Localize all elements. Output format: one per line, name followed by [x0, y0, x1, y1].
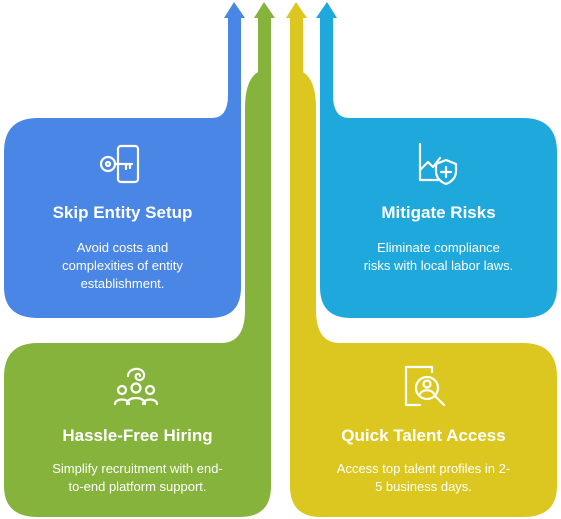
card-skip-entity-setup: Skip Entity Setup Avoid costs and comple… — [4, 202, 241, 293]
description-line: to-end platform support. — [68, 479, 207, 494]
description-line: Avoid costs and — [76, 240, 169, 255]
profile-search-icon — [400, 362, 448, 410]
card-shape-quick-talent-access — [290, 18, 557, 517]
card-title: Hassle-Free Hiring — [62, 426, 213, 445]
arrow-head-blue — [224, 2, 245, 18]
key-icon — [96, 140, 144, 188]
card-description: Access top talent profiles in 2- 5 busin… — [290, 460, 557, 496]
card-title: Quick Talent Access — [341, 426, 506, 445]
card-description: Avoid costs and complexities of entity e… — [4, 239, 241, 293]
arrow-head-yellow — [286, 2, 307, 18]
chart-shield-icon — [412, 140, 460, 188]
card-shape-skip-entity-setup — [4, 18, 241, 318]
team-icon — [112, 362, 160, 410]
card-description: Simplify recruitment with end- to-end pl… — [4, 460, 271, 496]
description-line: risks with local labor laws. — [363, 258, 514, 273]
description-line: 5 business days. — [375, 479, 472, 494]
card-shape-mitigate-risks — [320, 18, 557, 318]
description-line: complexities of entity — [62, 258, 183, 273]
arrow-head-green — [254, 2, 275, 18]
card-hassle-free-hiring: Hassle-Free Hiring Simplify recruitment … — [4, 425, 271, 496]
description-line: establishment. — [80, 276, 165, 291]
arrow-head-cyan — [316, 2, 337, 18]
card-quick-talent-access: Quick Talent Access Access top talent pr… — [290, 425, 557, 496]
description-line: Access top talent profiles in 2- — [336, 461, 511, 476]
card-mitigate-risks: Mitigate Risks Eliminate compliance risk… — [320, 202, 557, 275]
card-title: Skip Entity Setup — [52, 203, 193, 222]
card-title: Mitigate Risks — [381, 203, 496, 222]
description-line: Simplify recruitment with end- — [52, 461, 223, 476]
card-shape-hassle-free-hiring — [4, 18, 271, 517]
description-line: Eliminate compliance — [377, 240, 500, 255]
card-description: Eliminate compliance risks with local la… — [320, 239, 557, 275]
